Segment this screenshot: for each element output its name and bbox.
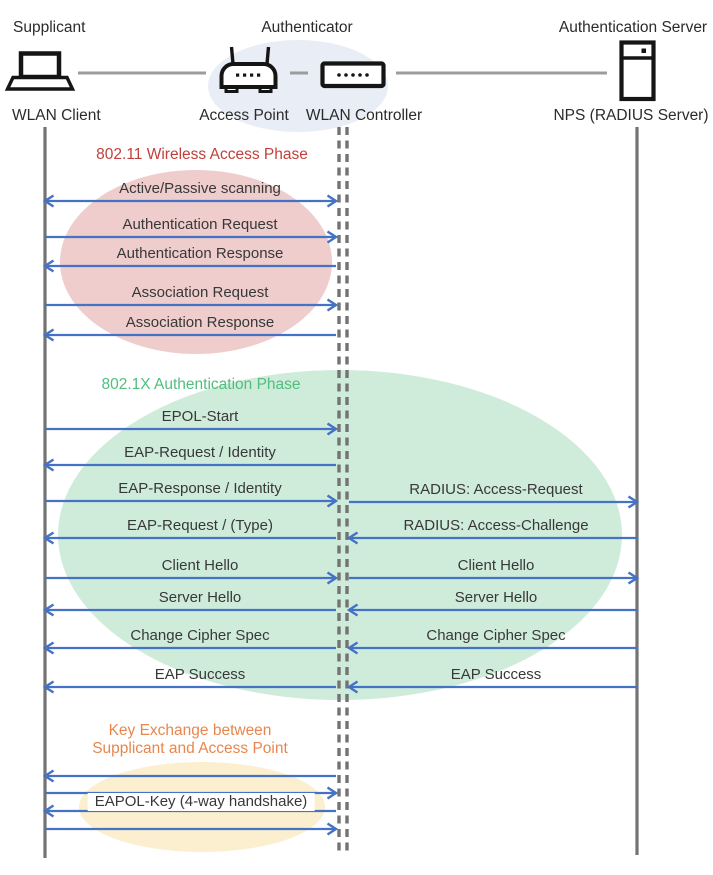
message-label: Active/Passive scanning	[119, 180, 281, 197]
message-label: EAP-Response / Identity	[118, 480, 282, 497]
message-label: Server Hello	[454, 589, 538, 606]
message-label: EAP Success	[154, 666, 246, 683]
wlan-controller-icon	[320, 61, 386, 89]
device-wlan-controller: WLAN Controller	[305, 107, 423, 124]
message-label: Server Hello	[158, 589, 242, 606]
message-label: RADIUS: Access-Request	[409, 481, 583, 498]
message-label: Client Hello	[161, 557, 239, 574]
device-nps-radius-server: NPS (RADIUS Server)	[553, 107, 709, 124]
message-label: EPOL-Start	[161, 408, 239, 425]
phase3-title-line1: Key Exchange between	[108, 722, 272, 739]
message-label: Change Cipher Spec	[426, 627, 566, 644]
message-label: EAP-Request / Identity	[124, 444, 276, 461]
role-authentication-server: Authentication Server	[558, 19, 708, 36]
message-label: EAPOL-Key (4-way handshake)	[87, 793, 315, 811]
role-authenticator: Authenticator	[261, 19, 353, 36]
message-label: Association Request	[131, 284, 269, 301]
access-point-icon	[219, 46, 278, 93]
phase1-title: 802.11 Wireless Access Phase	[96, 146, 308, 163]
phase2-title: 802.1X Authentication Phase	[101, 376, 301, 393]
server-icon	[619, 40, 656, 102]
message-label: Authentication Request	[122, 216, 278, 233]
message-label: RADIUS: Access-Challenge	[403, 517, 589, 534]
device-access-point: Access Point	[199, 107, 289, 124]
message-label: Authentication Response	[116, 245, 284, 262]
laptop-icon	[4, 51, 76, 91]
role-supplicant: Supplicant	[13, 19, 86, 36]
phase3-title-line2: Supplicant and Access Point	[92, 740, 288, 757]
message-label: Change Cipher Spec	[130, 627, 270, 644]
message-label: EAP Success	[450, 666, 542, 683]
device-wlan-client: WLAN Client	[12, 107, 101, 124]
ap-server-arrows	[346, 495, 640, 694]
message-label: EAP-Request / (Type)	[127, 517, 273, 534]
phase1-ellipse	[60, 170, 332, 354]
message-label: Client Hello	[457, 557, 535, 574]
message-label: Association Response	[125, 314, 275, 331]
